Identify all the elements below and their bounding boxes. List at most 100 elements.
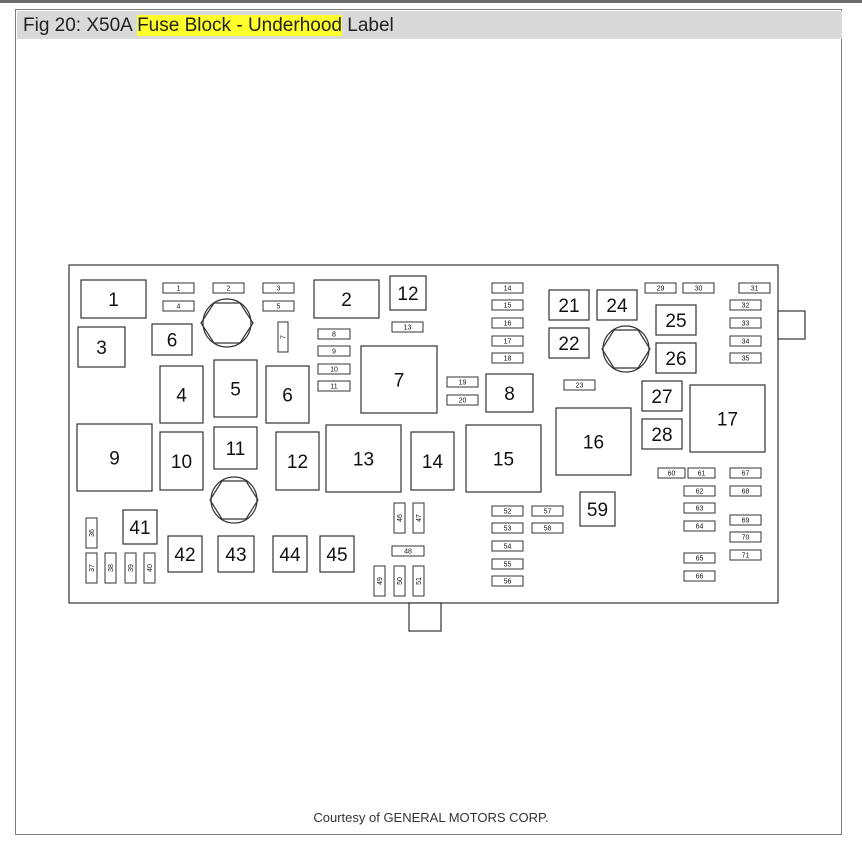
fuse-relay-box-24: 24	[596, 289, 638, 321]
fuse-label: 2	[341, 290, 352, 311]
mini-fuse-49: 49	[373, 565, 386, 597]
fuse-label: 15	[493, 450, 514, 471]
mini-fuse-3: 3	[262, 282, 295, 294]
mini-fuse-35: 35	[729, 352, 762, 364]
mini-fuse-label: 39	[128, 564, 135, 572]
mini-fuse-57: 57	[531, 505, 564, 517]
title-prefix: Fig 20: X50A	[23, 15, 138, 36]
fuse-label: 6	[282, 386, 293, 407]
fuse-label: 44	[279, 545, 301, 566]
mini-fuse-5: 5	[262, 300, 295, 312]
mini-fuse-label: 13	[404, 325, 412, 332]
mini-fuse-label: 17	[504, 339, 512, 346]
mini-fuse-71: 71	[729, 549, 762, 561]
mini-fuse-60: 60	[657, 467, 686, 479]
fuse-label: 3	[96, 338, 107, 359]
mini-fuse-label: 46	[397, 514, 404, 522]
mini-fuse-65: 65	[683, 552, 716, 564]
fuse-label: 13	[353, 450, 374, 471]
mini-fuse-58: 58	[531, 522, 564, 534]
mini-fuse-36: 36	[85, 517, 98, 549]
fuse-relay-box-42: 42	[167, 535, 203, 573]
mini-fuse-20: 20	[446, 394, 479, 406]
mini-fuse-label: 20	[459, 398, 467, 405]
mini-fuse-label: 34	[742, 339, 750, 346]
mini-fuse-label: 37	[89, 564, 96, 572]
mini-fuse-label: 10	[330, 367, 338, 374]
fuse-relay-box-4: 4	[159, 365, 204, 424]
mini-fuse-31: 31	[738, 282, 771, 294]
mini-fuse-label: 14	[504, 286, 512, 293]
fuse-label: 59	[587, 500, 608, 521]
fuse-relay-box-41: 41	[122, 509, 158, 545]
fuse-relay-box-27: 27	[641, 380, 683, 412]
fuse-label: 1	[108, 290, 119, 311]
mini-fuse-13: 13	[391, 321, 424, 333]
mini-fuse-label: 35	[742, 356, 750, 363]
fuse-label: 8	[504, 384, 515, 405]
fuse-label: 9	[109, 449, 120, 470]
mini-fuse-53: 53	[491, 522, 524, 534]
fuse-relay-box-9: 9	[76, 423, 153, 492]
figure-title: Fig 20: X50A Fuse Block - Underhood Labe…	[23, 15, 394, 37]
fuse-label: 6	[167, 331, 178, 352]
mini-fuse-label: 51	[416, 577, 423, 585]
side-tab	[777, 310, 806, 340]
mini-fuse-40: 40	[143, 552, 156, 584]
mini-fuse-label: 5	[277, 304, 281, 311]
courtesy-caption: Courtesy of GENERAL MOTORS CORP.	[313, 810, 549, 825]
mini-fuse-50: 50	[393, 565, 406, 597]
mini-fuse-39: 39	[124, 552, 137, 584]
mini-fuse-label: 19	[459, 380, 467, 387]
fuse-label: 7	[394, 371, 405, 392]
mini-fuse-61: 61	[687, 467, 716, 479]
fuse-label: 21	[558, 296, 579, 317]
fuse-relay-box-16: 16	[555, 407, 632, 476]
fuse-relay-box-28: 28	[641, 418, 683, 450]
fuse-label: 12	[397, 284, 418, 305]
mini-fuse-label: 66	[696, 574, 704, 581]
fuse-relay-box-22: 22	[548, 327, 590, 359]
fuse-relay-box-14: 14	[410, 431, 455, 491]
fuse-label: 4	[176, 386, 187, 407]
hex-bolt	[209, 476, 259, 524]
fuse-relay-box-7: 7	[360, 345, 438, 414]
mini-fuse-8: 8	[317, 328, 351, 340]
fuse-relay-box-5: 5	[213, 359, 258, 418]
mini-fuse-label: 64	[696, 524, 704, 531]
fuse-relay-box-2: 2	[313, 279, 380, 319]
mini-fuse-label: 50	[397, 577, 404, 585]
mini-fuse-19: 19	[446, 376, 479, 388]
mini-fuse-9: 9	[317, 345, 351, 357]
mini-fuse-label: 57	[544, 509, 552, 516]
fuse-label: 14	[422, 452, 444, 473]
fuse-label: 41	[129, 518, 150, 539]
fuse-label: 10	[171, 452, 192, 473]
mini-fuse-label: 55	[504, 562, 512, 569]
mini-fuse-38: 38	[104, 552, 117, 584]
mini-fuse-label: 4	[177, 304, 181, 311]
mini-fuse-label: 30	[695, 286, 703, 293]
mini-fuse-68: 68	[729, 485, 762, 497]
mini-fuse-label: 58	[544, 526, 552, 533]
mini-fuse-label: 16	[504, 321, 512, 328]
mini-fuse-label: 29	[657, 286, 665, 293]
mini-fuse-51: 51	[412, 565, 425, 597]
mini-fuse-17: 17	[491, 335, 524, 347]
mini-fuse-label: 7	[281, 335, 288, 339]
mini-fuse-label: 52	[504, 509, 512, 516]
fuse-label: 42	[174, 545, 195, 566]
mini-fuse-label: 49	[377, 577, 384, 585]
mini-fuse-64: 64	[683, 520, 716, 532]
mini-fuse-56: 56	[491, 575, 524, 587]
fuse-label: 25	[665, 311, 686, 332]
mini-fuse-7: 7	[277, 321, 289, 353]
fuse-label: 26	[665, 349, 686, 370]
mini-fuse-label: 62	[696, 489, 704, 496]
hex-bolt	[200, 298, 254, 348]
mini-fuse-11: 11	[317, 380, 351, 392]
mini-fuse-label: 36	[89, 529, 96, 537]
mini-fuse-29: 29	[644, 282, 677, 294]
mini-fuse-label: 47	[416, 514, 423, 522]
mini-fuse-label: 63	[696, 506, 704, 513]
